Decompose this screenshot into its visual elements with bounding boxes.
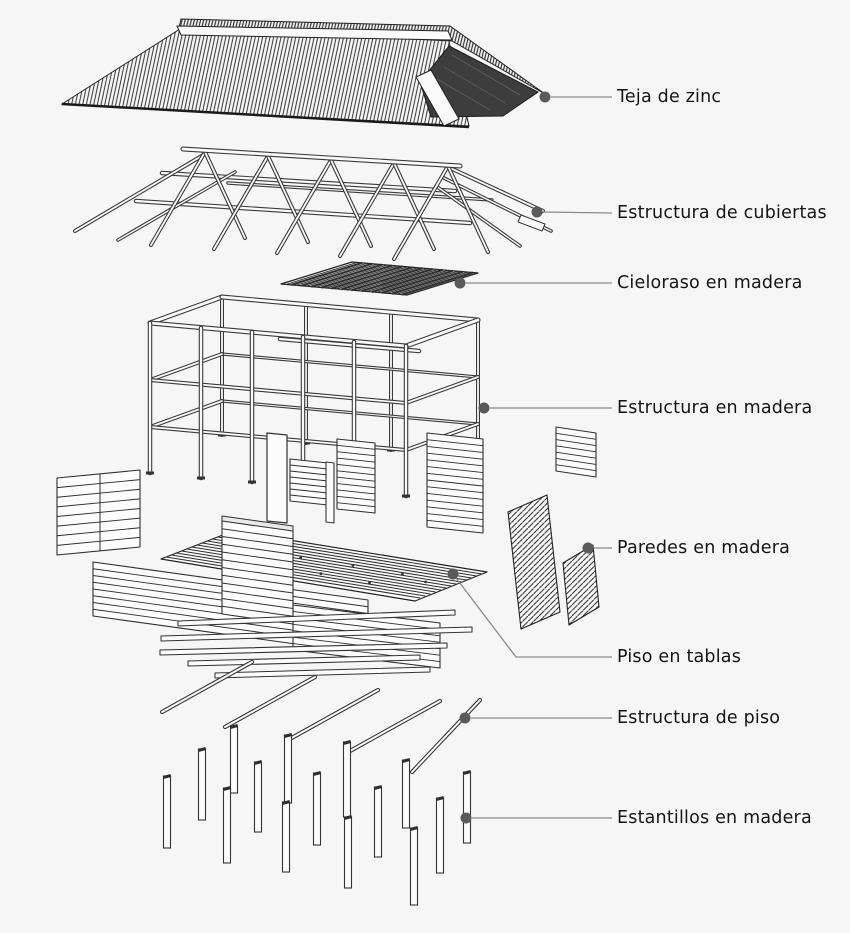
anchor-dot	[459, 712, 471, 724]
floor-structure-illustration	[159, 659, 483, 775]
part-label-paredes-en-madera: Paredes en madera	[617, 538, 791, 558]
roof-illustration	[60, 18, 546, 129]
part-label-teja-de-zinc: Teja de zinc	[617, 87, 722, 107]
anchor-dot	[478, 402, 490, 414]
leader-estantillos-en-madera	[460, 812, 612, 824]
anchor-dot	[582, 542, 594, 554]
part-label-estantillos-en-madera: Estantillos en madera	[617, 808, 812, 828]
wall-panels-illustration	[56, 426, 600, 630]
leader-estructura-en-madera	[478, 402, 612, 414]
part-label-estructura-de-piso: Estructura de piso	[617, 708, 781, 728]
rafter-tip	[517, 214, 546, 232]
part-label-cieloraso-en-madera: Cieloraso en madera	[617, 273, 803, 293]
leader-estructura-de-cubiertas	[531, 206, 613, 218]
roof-structure-illustration	[73, 146, 553, 261]
wooden-posts-illustration	[162, 724, 472, 906]
part-label-estructura-en-madera: Estructura en madera	[617, 398, 813, 418]
leader-piso-en-tablas	[447, 568, 612, 658]
ridge-batten	[415, 69, 460, 127]
loose-floor-planks-illustration	[159, 609, 473, 679]
leader-teja-de-zinc	[539, 91, 612, 103]
ceiling-illustration	[280, 261, 479, 296]
part-label-estructura-de-cubiertas: Estructura de cubiertas	[617, 203, 827, 223]
anchor-dot	[531, 206, 543, 218]
part-label-piso-en-tablas: Piso en tablas	[617, 647, 742, 667]
anchor-dot	[539, 91, 551, 103]
leader-lines	[447, 91, 613, 824]
leader-cieloraso-en-madera	[454, 277, 612, 289]
anchor-dot	[460, 812, 472, 824]
leader-paredes-en-madera	[582, 542, 612, 554]
anchor-dot	[454, 277, 466, 289]
leader-estructura-de-piso	[459, 712, 612, 724]
anchor-dot	[447, 568, 459, 580]
